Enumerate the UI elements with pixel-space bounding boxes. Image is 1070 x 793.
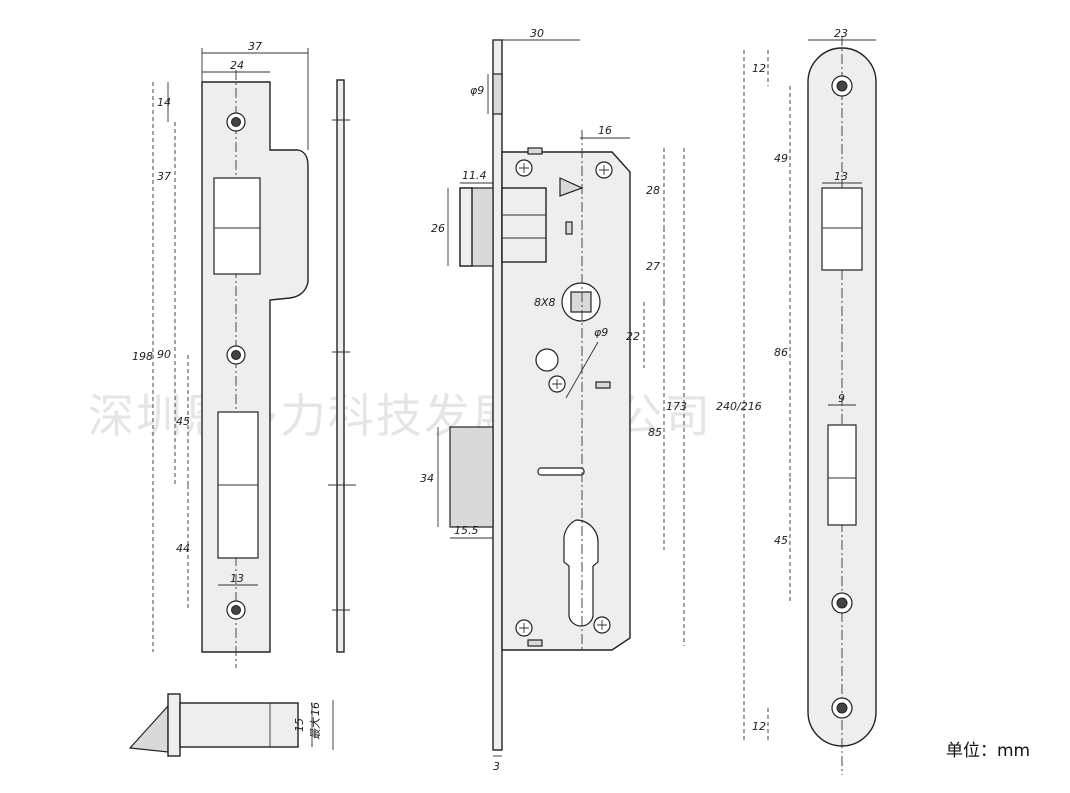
lock-case [501,151,631,651]
lock-faceplate-strip [492,39,503,751]
lock-body-view: 30 φ9 16 11.4 26 8X8 φ9 28 27 22 85 173 … [420,27,687,773]
dim-label-28: 28 [646,184,660,197]
case-screw-top-right-cross [599,165,609,175]
units-label: 单位：mm [946,741,1030,761]
case-screw-top-left-cross [519,163,529,173]
dim-label-14: 14 [157,96,171,109]
case-screw-bottom-left-cross [519,623,529,633]
cylinder-cutout [563,519,599,627]
dim-label-85: 85 [648,426,662,439]
dim-label-13r: 13 [834,170,848,183]
dim-label-15: 15 [293,718,306,732]
dim-label-45r: 45 [774,534,788,547]
case-screw-bottom-right-cross [597,620,607,630]
faceplate-hole-bottom-inner [836,702,848,714]
dim-label-49: 49 [774,152,788,165]
latch-lever [559,177,584,197]
strike-screw-hole-top-inner [231,117,241,127]
strike-plate-view: 37 24 198 14 37 90 45 44 13 [132,40,309,668]
dim-label-3: 3 [493,760,500,773]
dim-label-26: 26 [431,222,445,235]
faceplate-hole-mid-inner [836,597,848,609]
dim-label-phi9-spindle: φ9 [594,326,608,339]
strike-side-view [328,79,356,653]
dim-label-16: 16 [598,124,612,137]
deadbolt-slot [537,467,585,476]
dim-label-11-4: 11.4 [462,169,487,182]
dim-label-13: 13 [230,572,244,585]
latch-head-plate [167,693,181,757]
faceplate-view: 23 13 9 240/216 12 49 86 45 12 [716,27,877,775]
latch-pin [565,221,573,235]
case-screw-mid-cross [552,379,562,389]
dim-label-max: 最大 [309,717,322,740]
dim-label-30: 30 [530,27,544,40]
strike-side-body [336,79,345,653]
dim-label-8x8: 8X8 [534,296,556,309]
strike-screw-hole-bottom-inner [231,605,241,615]
latch-mechanism [501,187,547,263]
dim-label-16: 16 [309,702,322,716]
lock-faceplate-hole [492,73,503,115]
case-tab-bottom [527,639,543,647]
dim-label-23: 23 [834,27,848,40]
dim-label-34: 34 [420,472,434,485]
dim-label-12-bottom: 12 [752,720,766,733]
dim-label-37: 37 [248,40,262,53]
dim-label-90: 90 [157,348,171,361]
dim-label-173: 173 [666,400,687,413]
spindle-lower-hole [535,348,559,372]
spindle-square [570,291,592,313]
dim-label-240: 240/216 [716,400,762,413]
dim-label-44: 44 [176,542,190,555]
latch-detail-view: 15 16 最大 [128,693,334,757]
faceplate-latch-slot [821,187,863,271]
strike-screw-hole-mid-inner [231,350,241,360]
strike-latch-opening [213,177,261,275]
dim-label-27: 27 [646,260,660,273]
faceplate-hole-top-inner [836,80,848,92]
dim-label-198: 198 [132,350,153,363]
dim-label-15-5: 15.5 [454,524,479,537]
dim-label-phi9-top: φ9 [470,84,484,97]
strike-plate-outline [201,81,309,653]
latch-wedge [128,704,169,753]
faceplate-bolt-slot [827,424,857,526]
dim-label-22: 22 [626,330,640,343]
dim-label-9: 9 [838,392,845,405]
dim-label-12-top: 12 [752,62,766,75]
dim-label-86: 86 [774,346,788,359]
case-small-slot [595,381,611,389]
deadbolt [449,426,494,528]
dim-label-37v: 37 [157,170,171,183]
dim-label-45: 45 [176,415,190,428]
dim-label-24: 24 [230,59,244,72]
latch-tail [179,702,299,748]
latch-bolt-face [459,187,473,267]
case-tab-top [527,147,543,155]
